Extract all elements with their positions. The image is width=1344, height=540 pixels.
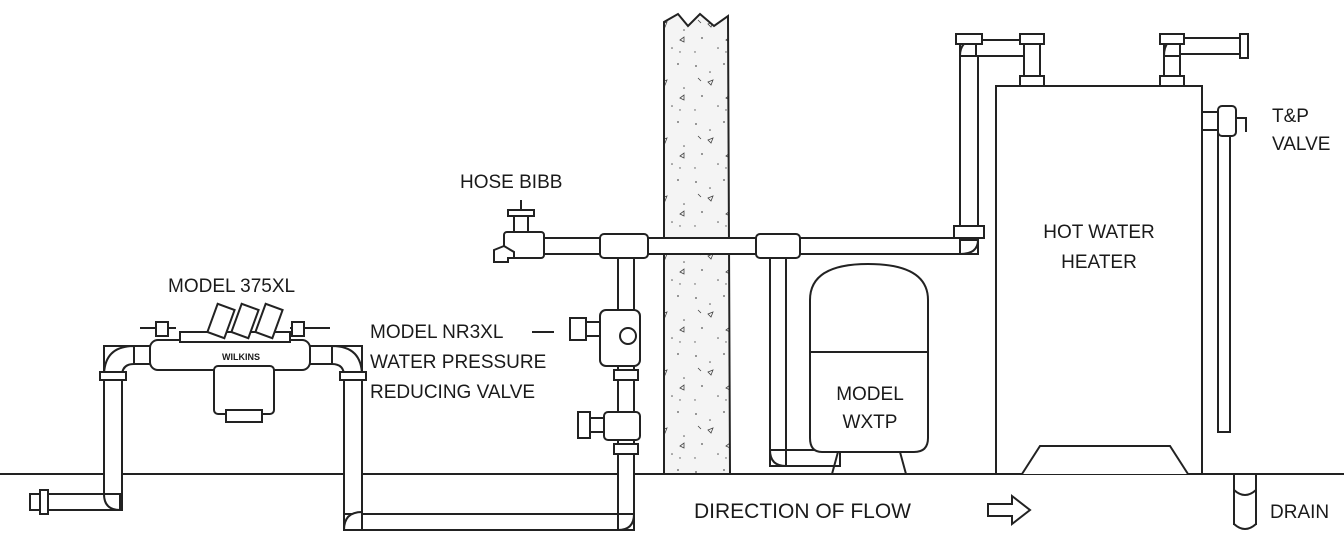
hot-water-heater [995, 85, 1203, 475]
model-375xl-valve [140, 302, 330, 423]
hose-bibb [493, 200, 545, 263]
valve-brand-mark: WILKINS [222, 352, 260, 362]
label-tp-line2: VALVE [1272, 134, 1330, 155]
label-wxtp-line2: WXTP [843, 412, 898, 433]
label-nr3xl-line2: WATER PRESSURE [370, 352, 546, 373]
label-nr3xl-line3: REDUCING VALVE [370, 382, 535, 403]
label-drain: DRAIN [1270, 502, 1329, 523]
nr3xl-valve [569, 309, 641, 441]
label-hose-bibb: HOSE BIBB [460, 172, 562, 193]
label-nr3xl-line1: MODEL NR3XL [370, 322, 503, 343]
label-direction-of-flow: DIRECTION OF FLOW [694, 500, 911, 523]
label-wxtp-line1: MODEL [836, 384, 904, 405]
expansion-tank [809, 262, 929, 475]
pipe-fittings [39, 33, 1249, 515]
label-model-375xl: MODEL 375XL [168, 276, 295, 297]
label-heater-line1: HOT WATER [1043, 222, 1155, 243]
label-heater-line2: HEATER [1061, 252, 1137, 273]
flow-arrow-icon [987, 493, 1032, 527]
label-tp-line1: T&P [1272, 106, 1309, 127]
tp-valve [1201, 105, 1247, 137]
